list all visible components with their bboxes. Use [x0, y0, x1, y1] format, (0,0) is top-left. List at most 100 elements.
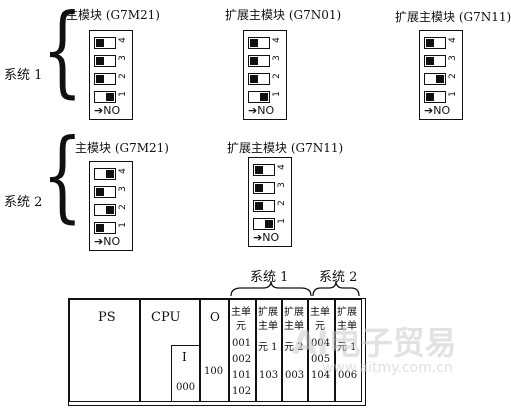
switch-1 — [94, 222, 116, 234]
switch-knob — [96, 75, 104, 83]
s2-main-unit-slot: 主单 元 004 005 104 — [308, 299, 335, 402]
s1-ext-unit1-slot: 扩展 主单 元 1 103 — [256, 299, 282, 402]
switch-2 — [94, 204, 116, 216]
switch-1 — [248, 91, 270, 103]
switch-4 — [253, 164, 275, 176]
switch-1 — [253, 218, 275, 230]
switch-3 — [253, 182, 275, 194]
address: 006 — [338, 370, 358, 381]
switch-knob — [106, 206, 114, 214]
col-head: 元 2 — [284, 342, 304, 353]
ps-slot: PS — [69, 299, 140, 402]
switch-number: 4 — [118, 168, 129, 174]
address: 101 — [232, 370, 252, 381]
switch-number: 4 — [448, 37, 459, 43]
arrow-right-icon: ➔ — [94, 104, 104, 117]
system1-bracket: { — [42, 0, 83, 110]
switch-knob — [260, 93, 268, 101]
system2-bracket: { — [42, 119, 83, 235]
input-slot: I 000 — [171, 345, 200, 402]
switch-2 — [94, 73, 116, 85]
switch-knob — [106, 93, 114, 101]
switch-knob — [255, 166, 263, 174]
switch-1 — [94, 91, 116, 103]
s2-module2-title: 扩展主模块 (G7N11) — [227, 141, 344, 155]
address: 004 — [311, 338, 331, 349]
switch-number: 2 — [118, 73, 129, 79]
no-label: NO — [433, 104, 451, 117]
s2-module1-title: 主模块 (G7M21) — [75, 141, 169, 155]
switch-number: 3 — [272, 55, 283, 61]
arrow-right-icon: ➔ — [248, 104, 258, 117]
switch-knob — [250, 39, 258, 47]
no-indicator: ➔NO — [94, 104, 120, 117]
switch-4 — [94, 168, 116, 180]
switch-2 — [248, 73, 270, 85]
s2-module1-dip-switch: 4 3 2 1 ➔NO — [89, 161, 133, 251]
s1-module2-title: 扩展主模块 (G7N01) — [225, 8, 342, 22]
watermark: AI电子贸易 — [292, 324, 457, 362]
switch-number: 2 — [118, 204, 129, 210]
output-label: O — [210, 310, 220, 324]
cpu-label: CPU — [151, 310, 181, 325]
rack-system2-label: 系统 2 — [319, 270, 358, 285]
ps-label: PS — [98, 310, 116, 325]
no-indicator: ➔NO — [253, 231, 279, 244]
input-address: 000 — [176, 382, 196, 393]
s1-module3-title: 扩展主模块 (G7N11) — [395, 10, 511, 24]
switch-knob — [255, 202, 263, 210]
col-head: 扩展 — [337, 307, 357, 318]
col-head: 主单 — [310, 307, 330, 318]
switch-number: 3 — [277, 182, 288, 188]
switch-knob — [96, 39, 104, 47]
rack-system1-brace — [230, 280, 312, 297]
watermark-url: www.aitmy.com.cn — [322, 360, 453, 376]
switch-knob — [426, 57, 434, 65]
switch-knob — [250, 75, 258, 83]
switch-number: 1 — [448, 91, 459, 97]
switch-3 — [94, 55, 116, 67]
address: 001 — [232, 338, 252, 349]
switch-knob — [426, 39, 434, 47]
s2-module2-dip-switch: 4 3 2 1 ➔NO — [248, 157, 292, 247]
switch-number: 1 — [118, 91, 129, 97]
no-label: NO — [103, 104, 121, 117]
switch-number: 2 — [272, 73, 283, 79]
output-slot: O 100 — [200, 299, 229, 402]
switch-3 — [248, 55, 270, 67]
switch-knob — [250, 57, 258, 65]
col-head: 主单 — [337, 321, 357, 332]
no-indicator: ➔NO — [248, 104, 274, 117]
arrow-right-icon: ➔ — [94, 235, 104, 248]
switch-number: 4 — [272, 37, 283, 43]
arrow-right-icon: ➔ — [424, 104, 434, 117]
address: 003 — [285, 370, 305, 381]
col-head: 主单 — [258, 321, 278, 332]
col-head: 元 1 — [258, 342, 278, 353]
system1-label: 系统 1 — [4, 68, 43, 83]
address: 002 — [232, 354, 252, 365]
switch-knob — [436, 75, 444, 83]
switch-knob — [265, 220, 273, 228]
address: 104 — [311, 370, 331, 381]
switch-number: 4 — [277, 164, 288, 170]
switch-knob — [96, 224, 104, 232]
switch-knob — [426, 93, 434, 101]
col-head: 元 — [315, 321, 325, 332]
plc-rack: PS CPU I 000 O 100 主单 元 001 002 101 102 … — [68, 298, 366, 406]
no-label: NO — [262, 231, 280, 244]
address: 103 — [259, 370, 279, 381]
no-label: NO — [103, 235, 121, 248]
switch-2 — [253, 200, 275, 212]
col-head: 主单 — [284, 321, 304, 332]
switch-knob — [96, 57, 104, 65]
switch-4 — [94, 37, 116, 49]
no-label: NO — [257, 104, 275, 117]
switch-4 — [424, 37, 446, 49]
input-label: I — [182, 350, 187, 364]
address: 102 — [232, 386, 252, 397]
switch-number: 1 — [277, 218, 288, 224]
col-head: 主单 — [231, 307, 251, 318]
no-indicator: ➔NO — [424, 104, 450, 117]
col-head: 元 — [236, 321, 246, 332]
